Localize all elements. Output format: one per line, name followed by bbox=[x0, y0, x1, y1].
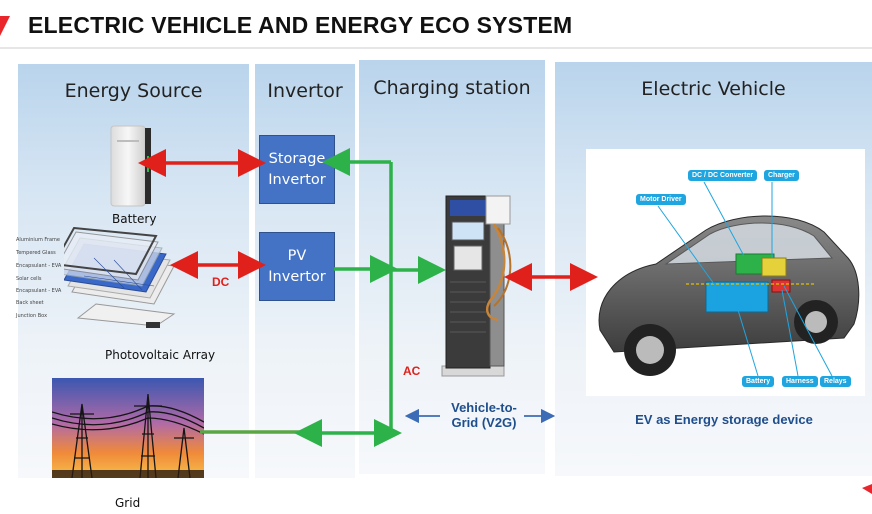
dcdc-callout: DC / DC Converter bbox=[688, 170, 758, 181]
electric-vehicle-heading: Electric Vehicle bbox=[641, 78, 786, 100]
grid-label: Grid bbox=[115, 496, 141, 510]
grid-illustration bbox=[52, 378, 204, 478]
pv-array-illustration bbox=[64, 226, 176, 328]
ev-storage-caption: EV as Energy storage device bbox=[635, 412, 813, 427]
relays-callout: Relays bbox=[820, 376, 851, 387]
charging-station-illustration bbox=[441, 195, 512, 377]
page-title: ELECTRIC VEHICLE AND ENERGY ECO SYSTEM bbox=[28, 12, 573, 38]
dc-label: DC bbox=[212, 275, 230, 289]
battery-callout: Battery bbox=[742, 376, 775, 387]
corner-accent bbox=[862, 484, 872, 494]
invertor-heading: Invertor bbox=[267, 80, 343, 102]
pv-layer-label: Back sheet bbox=[16, 300, 44, 306]
pv-layer-label: Solar cells bbox=[16, 276, 42, 282]
pv-array-label: Photovoltaic Array bbox=[105, 348, 216, 362]
pv-invertor-box: PV Invertor bbox=[259, 232, 335, 301]
storage-invertor-label: Storage Invertor bbox=[268, 150, 326, 188]
pv-invertor-label: PV Invertor bbox=[268, 247, 326, 285]
ev-illustration bbox=[598, 181, 860, 377]
motor-driver-callout: Motor Driver bbox=[636, 194, 686, 205]
charging-station-heading: Charging station bbox=[373, 77, 531, 99]
title-accent-mark bbox=[0, 16, 10, 36]
battery-label: Battery bbox=[112, 212, 157, 226]
ac-label: AC bbox=[403, 364, 421, 378]
harness-callout: Harness bbox=[782, 376, 818, 387]
v2g-label: Vehicle-to-Grid (V2G) bbox=[451, 400, 517, 430]
pv-layer-label: Encapsulant - EVA bbox=[16, 263, 62, 269]
title-divider bbox=[0, 47, 872, 49]
energy-source-heading: Energy Source bbox=[64, 80, 203, 102]
pv-layer-label: Junction Box bbox=[16, 313, 48, 319]
charger-callout: Charger bbox=[764, 170, 799, 181]
pv-layer-label: Aluminium Frame bbox=[16, 237, 61, 243]
pv-layer-label: Encapsulant - EVA bbox=[16, 288, 62, 294]
pv-layer-label: Tempered Glass bbox=[16, 250, 56, 256]
